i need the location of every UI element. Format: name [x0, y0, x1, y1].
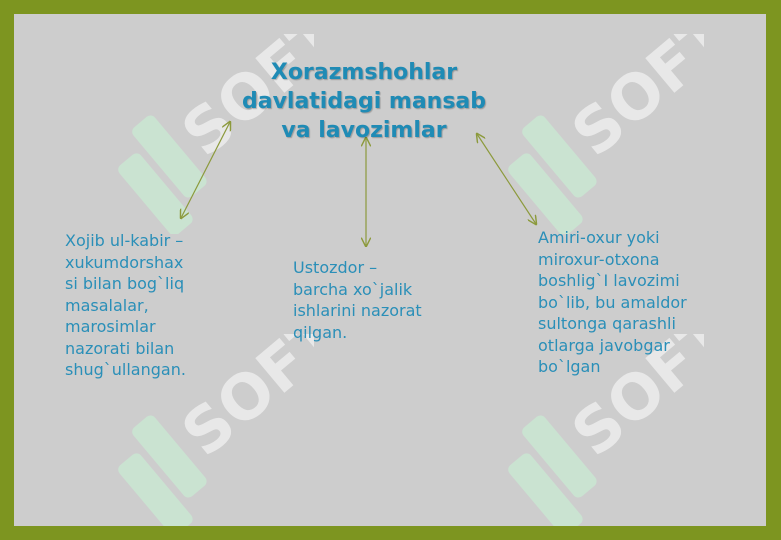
slide-panel: SOFT SOFT SOFT SOFT [14, 14, 766, 526]
arrow-right [477, 134, 536, 224]
text-box-middle: Ustozdor – barcha xo`jalik ishlarini naz… [293, 258, 422, 342]
connector-arrows [14, 14, 766, 526]
text-box-left: Xojib ul-kabir – xukumdorshax si bilan b… [65, 231, 186, 379]
arrow-left [181, 122, 230, 218]
text-box-right: Amiri-oxur yoki miroxur-otxona boshlig`I… [538, 228, 687, 376]
slide-title: Xorazmshohlar davlatidagi mansab va lavo… [241, 60, 487, 143]
